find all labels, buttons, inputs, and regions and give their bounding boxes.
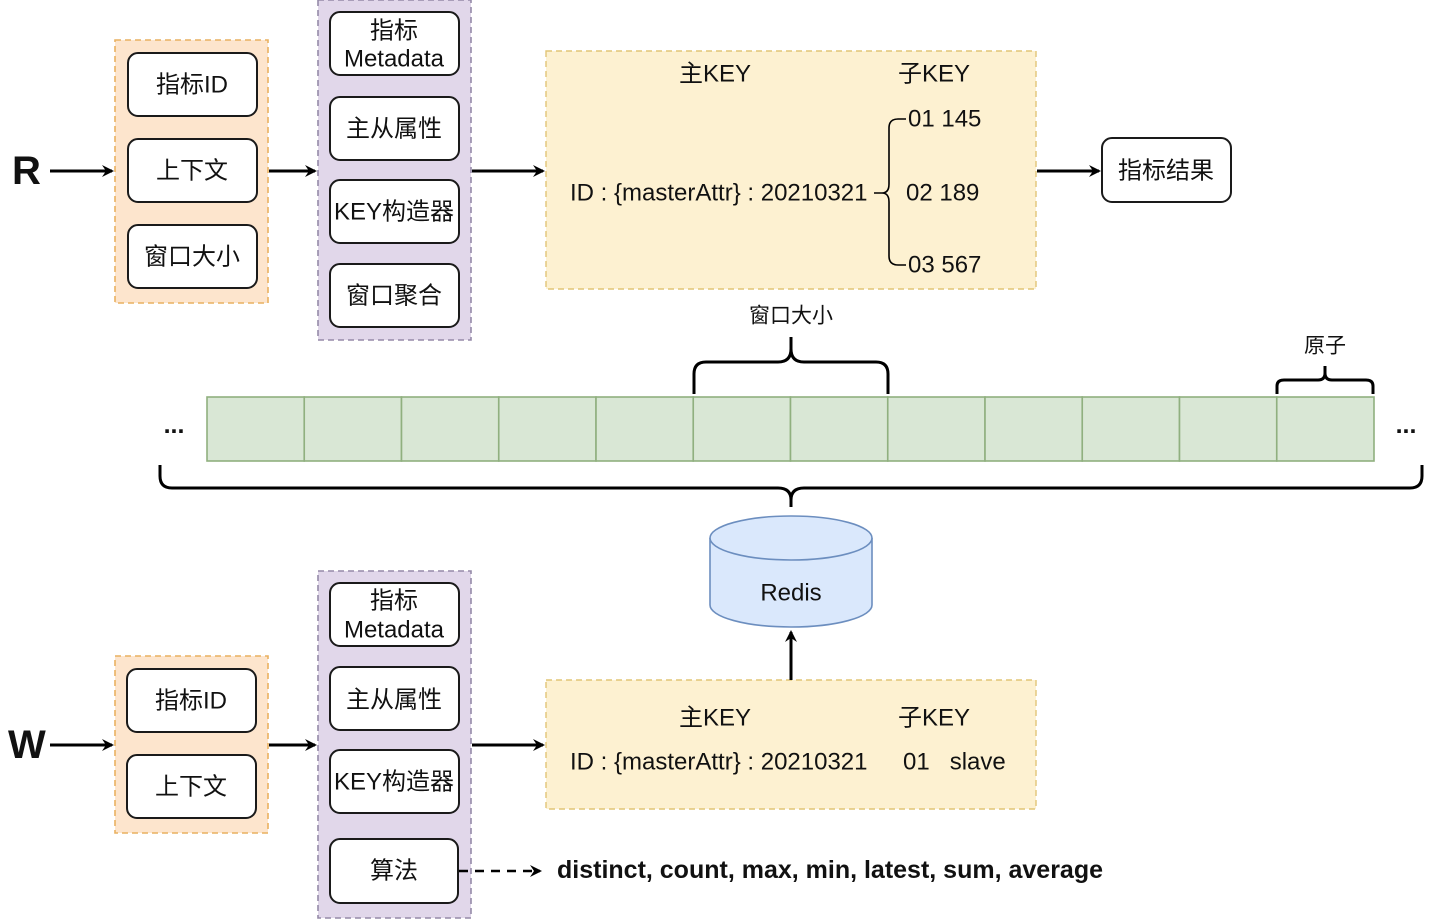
read-flow: R 指标ID 上下文 窗口大小 指标 Metadata 主从属性 KEY构造 [12,0,1232,341]
write-metadata-box[interactable]: 指标 Metadata [329,582,460,647]
svg-text:指标: 指标 [370,588,418,615]
master-key-header: 主KEY [679,705,751,732]
write-processor-item[interactable]: KEY构造器 [329,749,460,814]
sub-key-item: 02 189 [906,180,979,207]
metric-result-box[interactable]: 指标结果 [1101,137,1232,203]
svg-text:KEY构造器: KEY构造器 [334,199,454,226]
master-key-value: ID : {masterAttr} : 20210321 [570,749,868,776]
write-flow-label: W [8,723,46,767]
time-cell [886,396,986,462]
sub-key-value: 01 slave [903,749,1006,776]
svg-text:上下文: 上下文 [155,774,227,801]
svg-text:指标结果: 指标结果 [1118,158,1214,185]
svg-text:上下文: 上下文 [156,158,228,185]
read-processor-item[interactable]: 窗口聚合 [329,263,460,328]
time-cell [789,396,889,462]
redis-db[interactable]: Redis [709,515,873,628]
read-flow-label: R [12,149,41,193]
svg-text:Metadata: Metadata [344,46,445,73]
time-cell [692,396,792,462]
write-input-item[interactable]: 指标ID [126,668,257,733]
algorithm-list: distinct, count, max, min, latest, sum, … [557,856,1103,884]
write-input-item[interactable]: 上下文 [126,754,257,819]
read-key-panel [545,50,1037,290]
time-cell [1178,396,1278,462]
window-size-label: 窗口大小 [749,305,833,328]
svg-text:指标ID: 指标ID [156,72,228,99]
read-processor-item[interactable]: KEY构造器 [329,179,460,244]
svg-text:窗口大小: 窗口大小 [144,244,240,271]
write-key-panel [545,679,1037,810]
time-cell [1275,396,1375,462]
read-input-item[interactable]: 窗口大小 [127,224,258,289]
atom-label: 原子 [1304,335,1346,358]
svg-text:KEY构造器: KEY构造器 [334,769,454,796]
write-processor-item[interactable]: 主从属性 [329,666,460,731]
storage-strip: 窗口大小 原子 ... ... Redis [158,305,1424,628]
sub-key-item: 03 567 [908,252,981,279]
write-flow: W 指标ID 上下文 指标 Metadata 主从属性 KEY构造器 算法 [8,570,1103,919]
sub-key-brace [874,118,906,266]
ellipsis-right: ... [1396,411,1417,439]
time-cell [400,396,500,462]
read-input-item[interactable]: 指标ID [127,52,258,117]
time-cell [497,396,597,462]
redis-label: Redis [760,580,821,607]
svg-text:指标ID: 指标ID [155,688,227,715]
storage-brace [158,465,1424,507]
svg-text:主从属性: 主从属性 [346,116,442,143]
time-cells [206,396,1375,462]
master-key-value: ID : {masterAttr} : 20210321 [570,180,868,207]
master-key-header: 主KEY [679,61,751,88]
time-cell [1081,396,1181,462]
time-cell [206,396,306,462]
time-cell [984,396,1084,462]
svg-text:Metadata: Metadata [344,617,445,644]
svg-text:算法: 算法 [370,858,418,885]
ellipsis-left: ... [164,411,185,439]
read-input-item[interactable]: 上下文 [127,138,258,203]
window-size-brace [692,337,890,394]
sub-key-header: 子KEY [898,705,970,732]
svg-text:主从属性: 主从属性 [346,687,442,714]
read-metadata-box[interactable]: 指标 Metadata [329,11,460,76]
time-cell [303,396,403,462]
svg-text:窗口聚合: 窗口聚合 [346,283,442,310]
sub-key-header: 子KEY [898,61,970,88]
atom-brace [1275,366,1375,394]
algorithm-box[interactable]: 算法 [329,838,459,904]
read-processor-item[interactable]: 主从属性 [329,96,460,161]
svg-text:指标: 指标 [370,18,418,45]
time-cell [595,396,695,462]
sub-key-item: 01 145 [908,106,981,133]
